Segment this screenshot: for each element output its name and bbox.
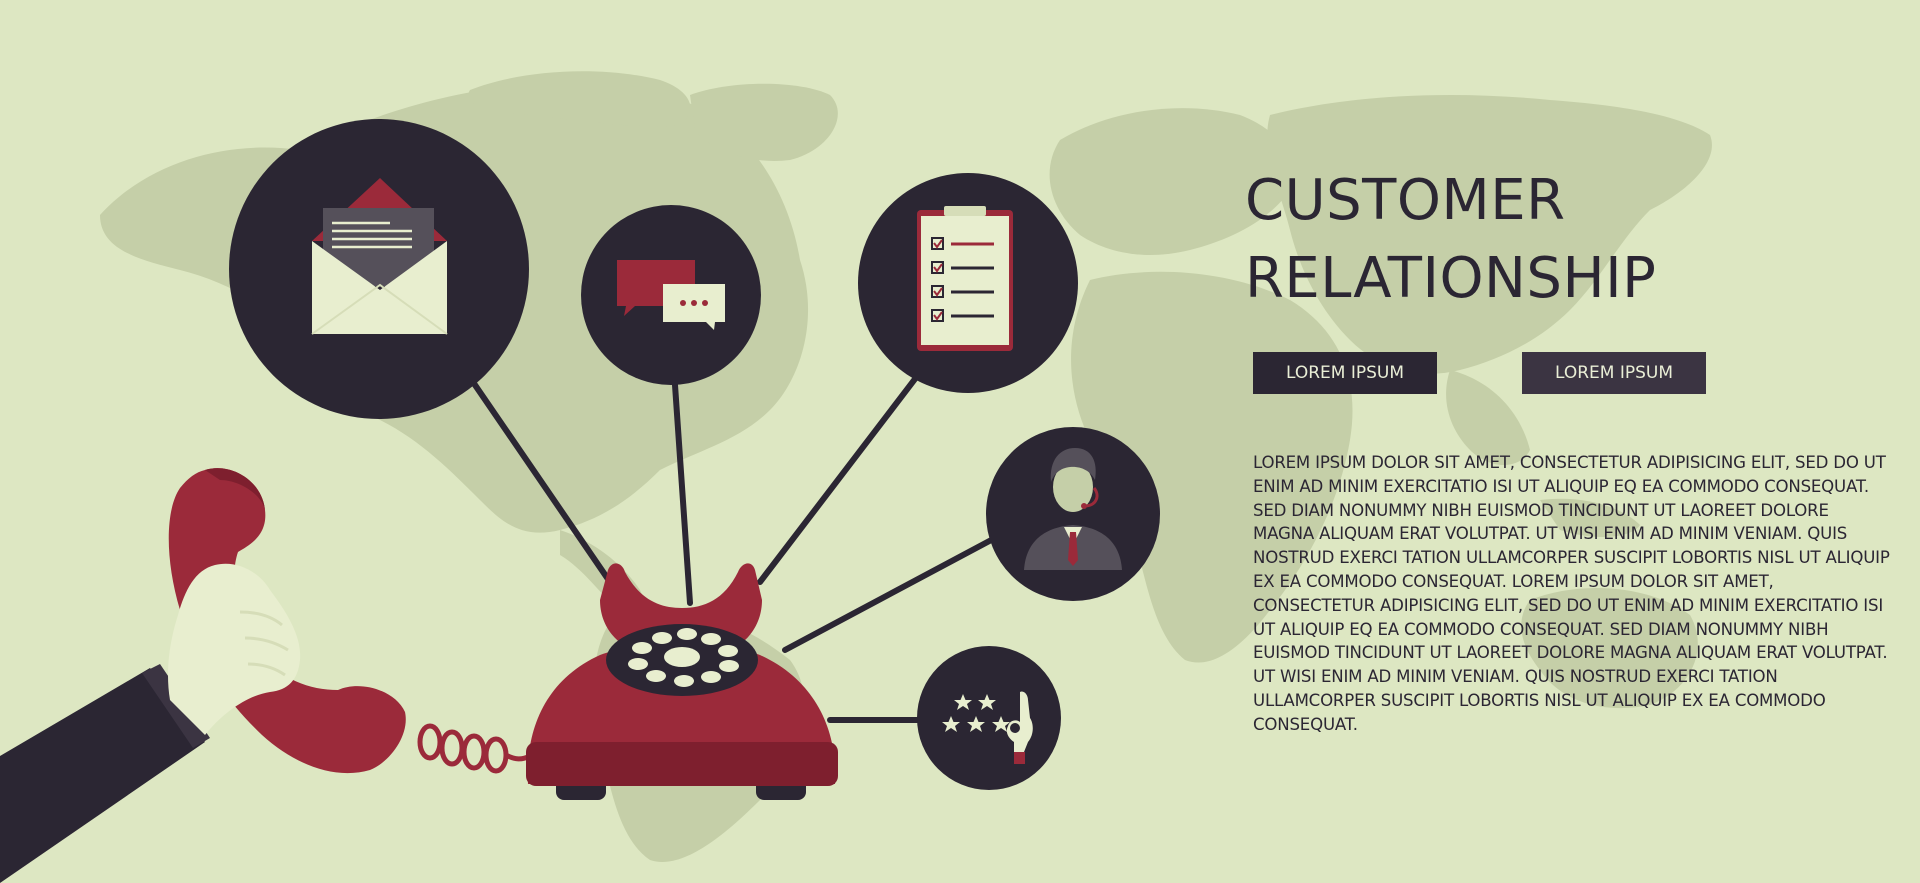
chat-bubbles-icon (581, 205, 761, 385)
checklist-clipboard-icon (858, 173, 1078, 393)
support-agent-icon (986, 427, 1160, 601)
connector-lines (470, 372, 998, 723)
page-title: CUSTOMER RELATIONSHIP (1245, 162, 1656, 318)
lorem-ipsum-button-2[interactable]: LOREM IPSUM (1522, 352, 1706, 394)
title-line-1: CUSTOMER (1245, 168, 1566, 233)
title-line-2: RELATIONSHIP (1245, 246, 1657, 311)
rating-ok-hand-icon (917, 646, 1061, 790)
body-paragraph: LOREM IPSUM DOLOR SIT AMET, CONSECTETUR … (1253, 453, 1890, 734)
mail-envelope-icon (229, 119, 529, 419)
lorem-ipsum-button-1[interactable]: LOREM IPSUM (1253, 352, 1437, 394)
hand-holding-handset-icon (0, 468, 532, 883)
rotary-telephone-icon (526, 563, 838, 800)
